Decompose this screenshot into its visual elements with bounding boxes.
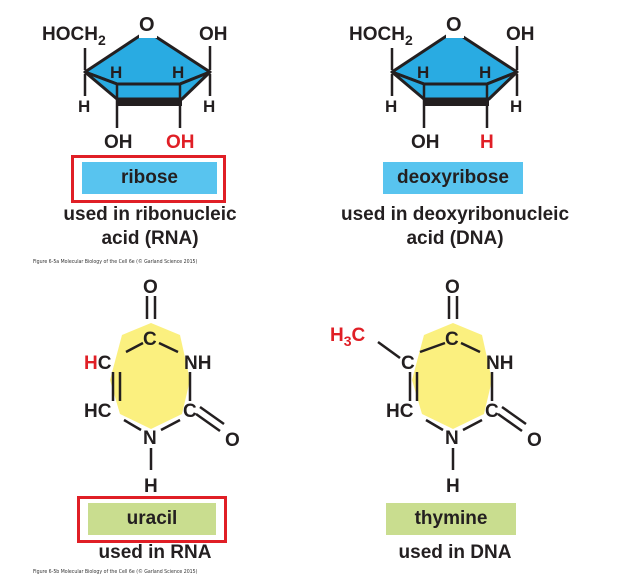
thymine-n: N (445, 428, 459, 449)
ribose-name-box: ribose (82, 162, 217, 194)
thymine-methyl-label: H3C (330, 325, 366, 349)
deoxyribose-structure: HOCH2 O OH H H H H OH H (349, 14, 535, 153)
ribose-ring-oxygen: O (139, 14, 155, 36)
thymine-nh: NH (486, 353, 513, 374)
thymine-c-left-top: C (401, 353, 415, 374)
ribose-oh-bottom-left: OH (104, 132, 133, 153)
ribose-usage-line1: used in ribonucleic (63, 204, 237, 225)
deoxyribose-usage: used in deoxyribonucleic acid (DNA) (320, 203, 590, 251)
ribose-h-outer-right: H (203, 97, 215, 116)
deoxyribose-usage-line1: used in deoxyribonucleic (340, 204, 570, 225)
thymine-o-top: O (445, 277, 460, 298)
deoxyribose-ring-oxygen: O (446, 14, 462, 36)
ribose-h-inner-left: H (110, 63, 122, 82)
thymine-hc: HC (386, 401, 414, 422)
ribose-oh-right: OH (199, 24, 228, 45)
uracil-hc-top: HC (84, 353, 112, 374)
uracil-name-label: uracil (126, 508, 178, 529)
thymine-o-right: O (527, 430, 542, 451)
ribose-o-gap (139, 18, 157, 38)
deoxyribose-usage-line2: acid (DNA) (406, 228, 504, 249)
thymine-c-right: C (485, 401, 499, 422)
ribose-hoch2-label: HOCH2 (42, 24, 106, 48)
deoxyribose-name-label: deoxyribose (397, 167, 509, 188)
uracil-name-box: uracil (88, 503, 216, 535)
uracil-highlight-box (77, 496, 227, 543)
uracil-o-right: O (225, 430, 240, 451)
thymine-structure: H3C O C C NH HC C O N H (330, 277, 542, 497)
uracil-h-bottom: H (144, 476, 158, 497)
ribose-oh-bottom-right: OH (166, 132, 195, 153)
deoxyribose-oh-bottom-left: OH (411, 132, 440, 153)
deoxyribose-name-box: deoxyribose (383, 162, 523, 194)
uracil-c-right: C (183, 401, 197, 422)
thymine-name-box: thymine (386, 503, 516, 535)
uracil-o-top: O (143, 277, 158, 298)
deoxyribose-h-inner-right: H (479, 63, 491, 82)
deoxyribose-oh-right: OH (506, 24, 535, 45)
uracil-nh: NH (184, 353, 211, 374)
ribose-usage: used in ribonucleic acid (RNA) (30, 203, 270, 251)
deoxyribose-h-outer-right: H (510, 97, 522, 116)
uracil-usage: used in RNA (98, 542, 212, 563)
uracil-structure: O C HC NH HC C O N H (84, 277, 240, 497)
deoxyribose-h-inner-left: H (417, 63, 429, 82)
uracil-hc-bottom: HC (84, 401, 112, 422)
ribose-structure: HOCH2 O OH H H H H OH OH (42, 14, 228, 153)
ribose-name-label: ribose (120, 167, 179, 188)
deoxyribose-h-outer-left: H (385, 97, 397, 116)
uracil-n: N (143, 428, 157, 449)
figure-caption-top: Figure 6-5a Molecular Biology of the Cel… (33, 259, 198, 265)
ribose-h-inner-right: H (172, 63, 184, 82)
ribose-h-outer-left: H (78, 97, 90, 116)
ribose-highlight-box (71, 155, 226, 203)
thymine-name-label: thymine (414, 508, 488, 529)
figure-caption-bottom: Figure 6-5b Molecular Biology of the Cel… (33, 569, 198, 575)
deoxyribose-hoch2-label: HOCH2 (349, 24, 413, 48)
thymine-h-bottom: H (446, 476, 460, 497)
ribose-usage-line2: acid (RNA) (101, 228, 199, 249)
deoxyribose-o-gap (446, 18, 464, 38)
thymine-usage: used in DNA (398, 542, 512, 563)
deoxyribose-h-bottom-right: H (480, 132, 494, 153)
thymine-c-top: C (445, 329, 459, 350)
uracil-c-top: C (143, 329, 157, 350)
